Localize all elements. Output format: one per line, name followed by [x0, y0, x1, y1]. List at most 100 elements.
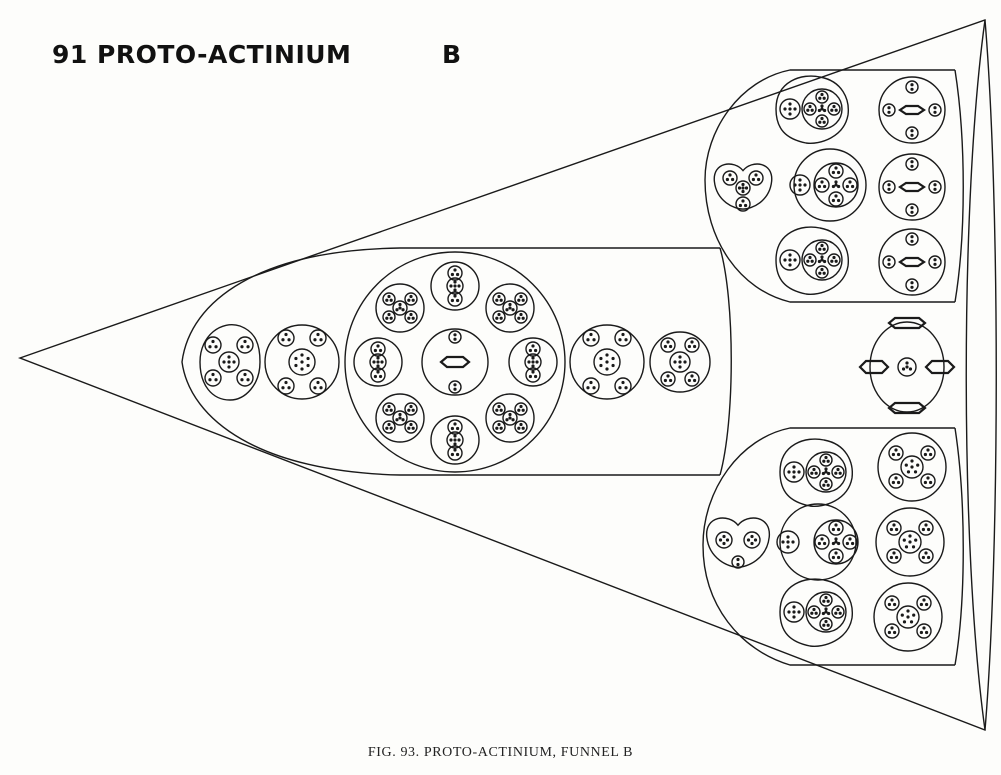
particle-dot: [211, 372, 215, 377]
particle-dot: [889, 555, 894, 560]
particle-dot: [621, 380, 625, 385]
particle-dot: [820, 537, 824, 541]
particle-dot: [722, 541, 726, 546]
particle-dot: [817, 259, 822, 264]
particle-dot: [928, 452, 933, 457]
particle-dot: [834, 108, 838, 112]
particle-dot: [904, 545, 909, 549]
central-segment-outline: [181, 247, 720, 476]
sub-cell: [807, 465, 821, 479]
particle-dot: [453, 387, 457, 391]
particle-dot: [453, 422, 457, 426]
particle-dot: [692, 378, 697, 383]
sub-cell: [920, 473, 936, 489]
particle-dot: [450, 272, 455, 277]
particle-dot: [891, 452, 896, 457]
particle-dot: [838, 471, 842, 475]
particle-dot: [783, 107, 787, 111]
sub-cell: [514, 292, 528, 306]
particle-dot: [892, 523, 896, 527]
heart-spheroid: [775, 75, 849, 144]
particle-dot: [906, 609, 910, 613]
particle-dot: [820, 92, 824, 97]
particle-dot: [316, 380, 320, 385]
particle-dot: [908, 367, 913, 371]
sub-cell: [828, 520, 844, 536]
particle-dot: [912, 613, 916, 617]
particle-dot: [910, 281, 914, 285]
particle-dot: [531, 360, 535, 364]
particle-dot: [831, 184, 836, 189]
particle-dot: [306, 363, 310, 368]
particle-dot: [300, 360, 304, 364]
particle-dot: [933, 183, 937, 187]
particle-dot: [621, 332, 625, 337]
sub-cell: [448, 380, 462, 394]
particle-dot: [822, 271, 826, 275]
particle-dot: [599, 356, 603, 361]
spheroid: [878, 228, 946, 296]
core-cell: [900, 455, 924, 479]
particle-dot: [788, 263, 792, 267]
particle-dot: [910, 459, 914, 463]
particle-dot: [730, 177, 735, 182]
sub-cell: [492, 292, 506, 306]
particle-dot: [926, 476, 930, 480]
core-cell: [446, 277, 464, 295]
particle-dot: [497, 422, 501, 427]
particle-dot: [533, 348, 538, 353]
particle-dot: [453, 280, 457, 284]
particle-dot: [798, 183, 802, 187]
particle-dot: [817, 541, 822, 546]
particle-dot: [589, 380, 593, 385]
sub-cell: [404, 310, 418, 324]
heart-shell: [706, 517, 770, 568]
spheroid: [878, 153, 946, 221]
particle-dot: [586, 386, 590, 390]
particle-dot: [373, 348, 378, 353]
particle-dot: [836, 555, 841, 560]
particle-dot: [822, 483, 826, 487]
sub-spheroid: [508, 337, 558, 387]
particle-dot: [792, 470, 796, 474]
particle-dot: [411, 298, 415, 302]
spheroid: [878, 76, 946, 144]
particle-dot: [889, 527, 894, 532]
sub-spheroid: [375, 393, 425, 443]
variant-label: B: [442, 40, 462, 69]
particle-dot: [611, 363, 615, 368]
particle-dot: [407, 408, 411, 412]
inner-spheroid: [813, 162, 859, 208]
particle-dot: [521, 316, 525, 320]
particle-dot: [227, 355, 231, 359]
sub-spheroid: [375, 283, 425, 333]
sub-cell: [309, 329, 327, 347]
particle-dot: [407, 298, 411, 302]
sub-cell: [916, 623, 932, 639]
heart-spheroid: [779, 578, 853, 647]
particle-dot: [449, 438, 453, 442]
particle-dot: [910, 83, 914, 87]
particle-dot: [822, 541, 827, 546]
upper-segment-end: [954, 69, 964, 303]
particle-dot: [389, 426, 393, 430]
particle-dot: [787, 610, 791, 614]
particle-dot: [453, 333, 457, 337]
particle-dot: [624, 386, 628, 390]
particle-dot: [495, 426, 499, 430]
particle-dot: [457, 284, 461, 288]
sub-cell: [514, 420, 528, 434]
particle-dot: [313, 386, 317, 390]
particle-dot: [605, 353, 609, 357]
core-cell: [524, 353, 542, 371]
particle-dot: [531, 356, 535, 360]
sub-cell: [815, 114, 829, 128]
particle-dot: [287, 338, 291, 342]
sub-cell: [819, 453, 833, 467]
particle-dot: [385, 408, 389, 412]
particle-dot: [916, 463, 920, 467]
particle-dot: [822, 247, 826, 251]
upper-segment-outline: [704, 69, 955, 303]
particle-dot: [824, 467, 828, 471]
sub-spheroid: [430, 415, 480, 465]
